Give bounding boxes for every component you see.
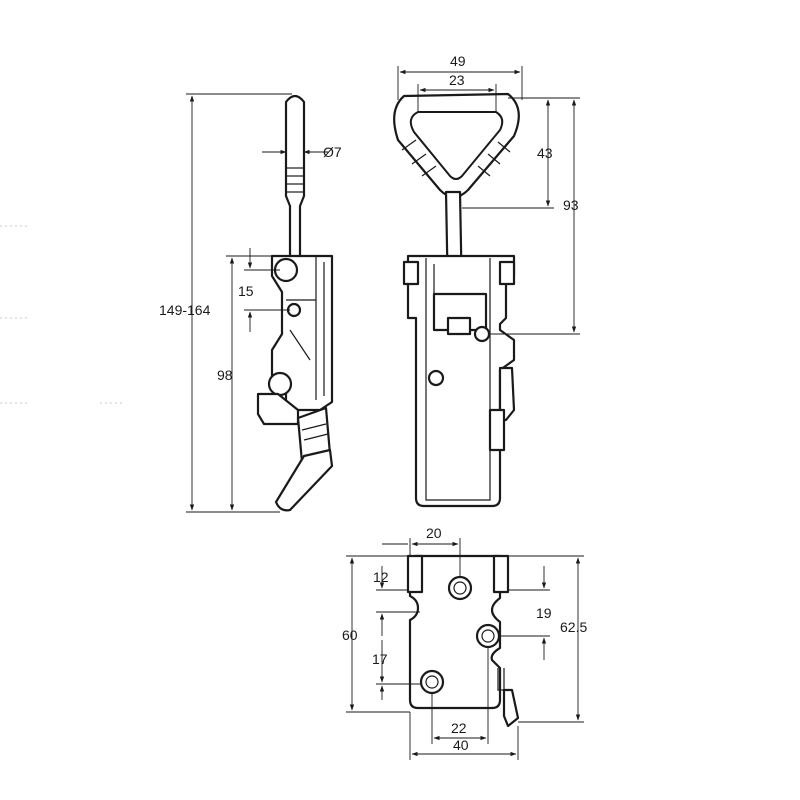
front-body <box>402 254 516 508</box>
body-height-dimension: 98 <box>217 255 280 513</box>
upper-slot-dimension: 12 <box>373 566 420 636</box>
base-height-label: 60 <box>342 627 358 643</box>
handle-to-pivot-dimension: 93 <box>490 97 580 335</box>
handle-to-pivot-label: 93 <box>563 197 579 213</box>
total-length-dimension: 149-164 <box>159 93 292 513</box>
front-handle-loop <box>393 92 520 199</box>
side-handle-rod <box>284 94 306 264</box>
pivot-spacing-label: 15 <box>238 283 254 299</box>
lower-slot-dimension: 17 <box>372 640 420 700</box>
base-height-dimension: 60 <box>342 555 410 713</box>
upper-hole-offset-dimension: 20 <box>382 525 461 576</box>
body-height-label: 98 <box>217 367 233 383</box>
side-hook-lever <box>256 392 334 512</box>
total-height-label: 62.5 <box>560 619 587 635</box>
handle-outer-width-dimension: 49 <box>397 53 523 100</box>
margin-guides <box>0 225 125 404</box>
diameter-label: Ø7 <box>323 144 342 160</box>
handle-height-dimension: 43 <box>462 97 554 209</box>
right-slot-label: 19 <box>536 605 552 621</box>
base-width-dimension: 40 <box>409 712 519 760</box>
handle-outer-width-label: 49 <box>450 53 466 69</box>
total-height-dimension: 62.5 <box>508 555 587 723</box>
right-slot-dimension: 19 <box>500 566 552 660</box>
handle-inner-width-dimension: 23 <box>417 72 497 112</box>
base-mounting-holes <box>419 575 501 695</box>
hole-spacing-dimension: 22 <box>431 648 489 744</box>
hole-spacing-label: 22 <box>451 720 467 736</box>
upper-slot-label: 12 <box>373 569 389 585</box>
diameter-dimension: Ø7 <box>262 144 342 160</box>
handle-height-label: 43 <box>537 145 553 161</box>
total-length-label: 149-164 <box>159 302 211 318</box>
side-view: Ø7 15 98 149-164 <box>159 93 342 513</box>
upper-hole-offset-label: 20 <box>426 525 442 541</box>
lower-slot-label: 17 <box>372 651 388 667</box>
front-view: 49 23 43 93 <box>393 53 580 508</box>
base-width-label: 40 <box>453 737 469 753</box>
handle-inner-width-label: 23 <box>449 72 465 88</box>
base-view: 20 12 19 60 62.5 <box>342 525 587 760</box>
pivot-spacing-dimension: 15 <box>238 248 290 332</box>
